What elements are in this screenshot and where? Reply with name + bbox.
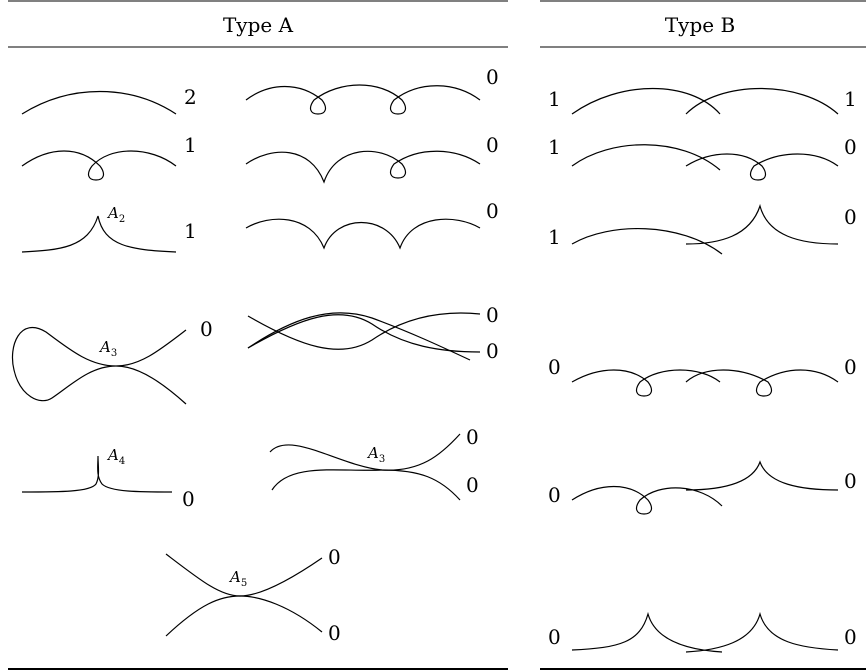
curve-b-r1-b [685,87,839,115]
curve-a-r5-a4 [21,455,173,493]
label-b-r4-right: 0 [844,355,857,379]
curve-b-r1-a [571,87,721,115]
label-a-r3-left: 1 [184,219,197,243]
label-a-r5-right-top: 0 [466,425,479,449]
label-a-r2-right: 0 [486,133,499,157]
curve-a-r5-right-upper [269,433,461,471]
curve-a-r4-right-upper-line [247,312,471,361]
label-a-r3-right: 0 [486,199,499,223]
label-b-r3-left: 1 [548,225,561,249]
label-b-r1-right: 1 [844,87,857,111]
curve-b-r2-a [571,144,721,171]
curve-a-r5-right-lower [271,469,461,501]
label-a-r4-left: 0 [200,317,213,341]
singularity-a4: A4 [106,446,125,467]
curve-a-r2-left [21,150,177,181]
label-a-r2-left: 1 [184,133,197,157]
label-b-r3-right: 0 [844,205,857,229]
label-a-r4-right-bottom: 0 [486,339,499,363]
curve-a-r4-a3 [11,326,187,405]
curve-a-r2-right [245,150,481,184]
curve-b-r4-b [685,369,839,397]
label-b-r2-right: 0 [844,135,857,159]
curve-b-r6-a [571,611,723,653]
curve-a-r4-right-upper [247,312,481,350]
label-b-r2-left: 1 [548,135,561,159]
curve-a-r6-lower [165,595,323,637]
header-type-b: Type B [665,13,735,37]
label-b-r6-right: 0 [844,625,857,649]
curve-b-r6-b [685,611,839,653]
label-a-r5-left: 0 [182,487,195,511]
curve-b-r2-b [685,153,839,181]
label-b-r5-left: 0 [548,483,561,507]
curve-a-r6-upper [165,553,323,597]
singularity-a2: A2 [106,204,125,225]
curve-a-r1-left [21,90,177,115]
label-a-r5-right-bottom: 0 [466,473,479,497]
label-b-r1-left: 1 [548,87,561,111]
singularity-a3-right: A3 [366,444,385,465]
curve-b-r3-a [571,227,723,255]
label-a-r6-top: 0 [328,545,341,569]
label-b-r5-right: 0 [844,469,857,493]
curve-b-r3-b [685,203,839,245]
label-a-r1-right: 0 [486,65,499,89]
label-a-r1-left: 2 [184,85,197,109]
curve-a-r4-right-lower [247,314,481,353]
curve-b-r5-b [685,460,839,491]
label-a-r6-bottom: 0 [328,621,341,645]
header-type-a: Type A [223,13,294,37]
curve-b-r4-a [571,369,721,397]
curve-a-r3-cusp [21,215,177,253]
singularity-a3-left: A3 [98,338,117,359]
curve-a-r3-right [245,218,481,250]
curve-a-r1-right [245,84,481,115]
label-b-r6-left: 0 [548,625,561,649]
label-b-r4-left: 0 [548,355,561,379]
singularity-a5: A5 [228,568,247,589]
curve-b-r5-a [571,485,723,515]
label-a-r4-right-top: 0 [486,303,499,327]
